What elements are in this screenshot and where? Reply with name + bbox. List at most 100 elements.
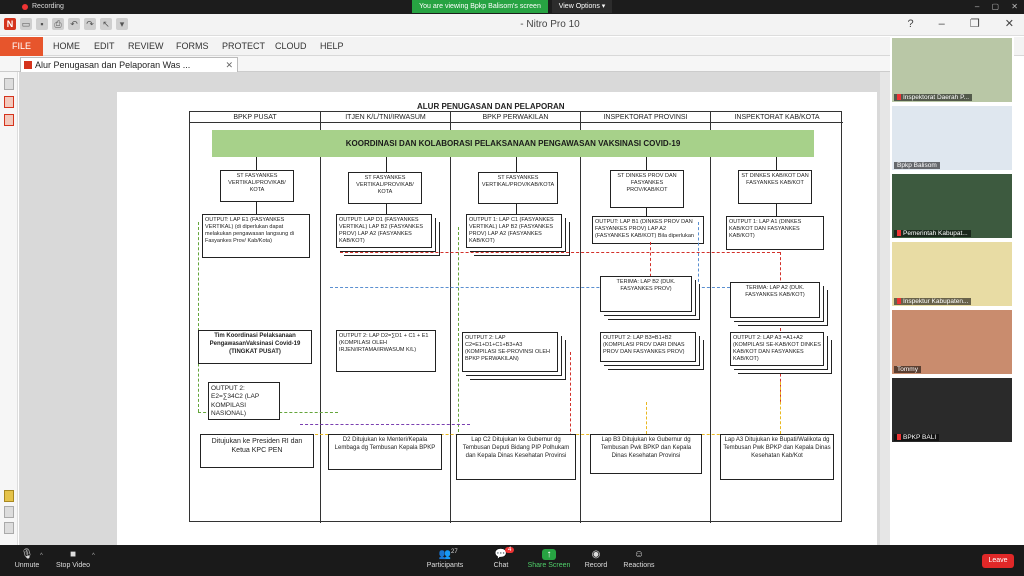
comments-icon[interactable] [4, 490, 14, 502]
video-tile[interactable]: BPKP BALI [892, 378, 1012, 442]
open-folder-icon[interactable]: ▭ [20, 18, 32, 30]
document-tab[interactable]: Alur Penugasan dan Pelaporan Was ... ✕ [20, 57, 238, 72]
participant-name: Inspektorat Daerah P... [894, 94, 973, 101]
video-tile[interactable]: Bpkp Balisom [892, 106, 1012, 170]
leave-button[interactable]: Leave [982, 554, 1014, 568]
maximize-icon[interactable]: ▢ [991, 2, 1000, 11]
output-icon[interactable] [4, 506, 14, 518]
green-connector [458, 227, 462, 437]
tab-home[interactable]: HOME [53, 41, 80, 51]
minimize-icon[interactable]: – [974, 2, 980, 11]
recording-indicator: Recording [22, 3, 64, 10]
column-header: BPKP PERWAKILAN [451, 112, 580, 123]
app-close-icon[interactable]: ✕ [1004, 18, 1014, 30]
app-window-controls: ? – ❐ ✕ [885, 17, 1014, 30]
app-minimize-icon[interactable]: – [938, 18, 945, 30]
save-icon[interactable]: ▪ [36, 18, 48, 30]
red-connector [340, 252, 780, 253]
zoom-window-controls: – ▢ ✕ [965, 2, 1018, 11]
tim-koordinasi-box: Tim Koordinasi Pelaksanaan PengawasanVak… [198, 330, 312, 364]
coordination-banner: KOORDINASI DAN KOLABORASI PELAKSANAAN PE… [212, 130, 814, 157]
redo-icon[interactable]: ↷ [84, 18, 96, 30]
app-restore-icon[interactable]: ❐ [969, 18, 980, 30]
undo-icon[interactable]: ↶ [68, 18, 80, 30]
participants-video-panel: Inspektorat Daerah P... Bpkp Balisom Pem… [890, 36, 1014, 545]
select-tool-icon[interactable]: ↖ [100, 18, 112, 30]
document-tab-label: Alur Penugasan dan Pelaporan Was ... [35, 60, 191, 70]
output2-provinsi: OUTPUT 2: LAP B3=B1+B2 (KOMPILASI PROV D… [600, 332, 696, 362]
participants-button[interactable]: 👥 27 Participants [426, 549, 464, 569]
close-icon[interactable]: ✕ [1011, 2, 1018, 11]
column-header: BPKP PUSAT [190, 112, 320, 123]
final-bpkp-pusat: Ditujukan ke Presiden RI dan Ketua KPC P… [200, 434, 314, 468]
flow-grid: BPKP PUSAT ITJEN K/L/TNI/IRWASUM BPKP PE… [189, 111, 843, 523]
muted-mic-icon [897, 230, 901, 236]
green-connector [198, 222, 202, 412]
vertical-scrollbar[interactable] [880, 72, 890, 545]
flow-arrow [256, 202, 257, 214]
chat-bubble-icon: 💬 [494, 549, 508, 560]
unmute-button[interactable]: 🎙 Unmute [14, 549, 40, 569]
video-camera-icon: ■ [69, 549, 77, 560]
view-options-button[interactable]: View Options ▾ [552, 0, 612, 13]
column-inspektorat-provinsi: INSPEKTORAT PROVINSI [581, 112, 711, 523]
flow-arrow [386, 204, 387, 214]
tab-protect[interactable]: PROTECT [222, 41, 266, 51]
document-canvas[interactable]: ALUR PENUGASAN DAN PELAPORAN BPKP PUSAT … [19, 72, 890, 545]
muted-mic-icon [897, 94, 901, 100]
tab-review[interactable]: REVIEW [128, 41, 164, 51]
tab-forms[interactable]: FORMS [176, 41, 209, 51]
participant-name: Inspektur Kabupaten... [894, 298, 972, 305]
output2-perwakilan: OUTPUT 2: LAP C2=E1+D1+C1+B3+A3 (KOMPILA… [462, 332, 558, 372]
video-tile[interactable]: Pemerintah Kabupat... [892, 174, 1012, 238]
record-button[interactable]: ◉ Record [584, 549, 608, 569]
video-tile[interactable]: Inspektur Kabupaten... [892, 242, 1012, 306]
app-title-bar: N ▭ ▪ ⎙ ↶ ↷ ↖ ▾ - Nitro Pro 10 ? – ❐ ✕ [0, 14, 1024, 36]
tab-cloud[interactable]: CLOUD [275, 41, 307, 51]
video-tile[interactable]: Inspektorat Daerah P... [892, 38, 1012, 102]
output1-bpkp-pusat: OUTPUT: LAP E1 (FASYANKES VERTIKAL) (di … [202, 214, 310, 258]
purple-connector [300, 424, 470, 425]
video-tile[interactable]: Tommy [892, 310, 1012, 374]
video-options-chevron-icon[interactable]: ^ [92, 553, 95, 559]
column-inspektorat-kab: INSPEKTORAT KAB/KOTA [711, 112, 843, 523]
participant-name: Bpkp Balisom [894, 162, 940, 169]
terima-kab: TERIMA: LAP A2 (DUK. FASYANKES KAB/KOT) [730, 282, 820, 318]
output1-kab: OUTPUT 1: LAP A1 (DINKES KAB/KOT DAN FAS… [726, 216, 824, 250]
blue-connector [330, 287, 730, 288]
close-tab-icon[interactable]: ✕ [225, 60, 233, 70]
pages-panel-icon[interactable] [4, 78, 14, 90]
customize-icon[interactable]: ▾ [116, 18, 128, 30]
print-icon[interactable]: ⎙ [52, 18, 64, 30]
help-icon[interactable]: ? [907, 18, 914, 30]
microphone-muted-icon: 🎙 [20, 549, 34, 560]
properties-icon[interactable] [4, 522, 14, 534]
viewing-banner: You are viewing Bpkp Balisom's screen [412, 0, 548, 13]
pdf-page: ALUR PENUGASAN DAN PELAPORAN BPKP PUSAT … [117, 92, 877, 545]
participant-name: BPKP BALI [894, 434, 940, 441]
share-screen-button[interactable]: ↑ Share Screen [527, 549, 571, 569]
final-provinsi: Lap B3 Ditujukan ke Gubernur dg Tembusan… [590, 434, 702, 474]
pdf-file-icon [24, 61, 32, 69]
tab-help[interactable]: HELP [320, 41, 344, 51]
zoom-top-bar: Recording You are viewing Bpkp Balisom's… [0, 0, 1024, 14]
flow-arrow [516, 204, 517, 214]
flow-arrow [646, 208, 647, 218]
attachments-icon[interactable] [4, 114, 14, 126]
participants-icon: 👥 [438, 549, 452, 560]
record-icon: ◉ [591, 549, 601, 560]
recording-label: Recording [32, 3, 64, 10]
reactions-button[interactable]: ☺ Reactions [623, 549, 655, 569]
stop-video-button[interactable]: ■ Stop Video [55, 549, 91, 569]
output1-itjen: OUTPUT: LAP D1 (FASYANKES VERTIKAL) LAP … [336, 214, 432, 248]
audio-options-chevron-icon[interactable]: ^ [40, 553, 43, 559]
file-tab[interactable]: FILE [0, 37, 43, 56]
st-box-provinsi: ST DINKES PROV DAN FASYANKES PROV/KAB/KO… [610, 170, 684, 208]
share-screen-icon: ↑ [542, 549, 556, 560]
red-connector [650, 242, 651, 282]
output1-provinsi: OUTPUT: LAP B1 (DINKES PROV DAN FASYANKE… [592, 216, 704, 244]
chat-button[interactable]: 💬 4 Chat [476, 547, 526, 569]
column-header: INSPEKTORAT PROVINSI [581, 112, 710, 123]
bookmarks-icon[interactable] [4, 96, 14, 108]
tab-edit[interactable]: EDIT [94, 41, 115, 51]
